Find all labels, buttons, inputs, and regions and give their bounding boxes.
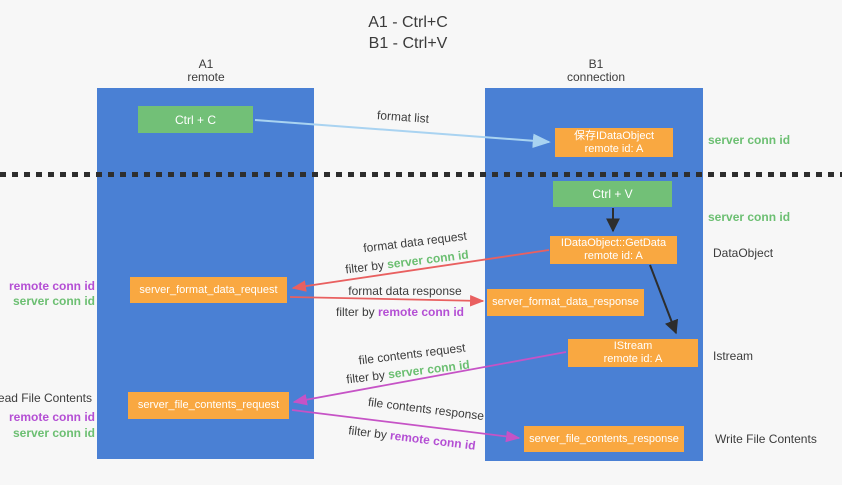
file-request-box: server_file_contents_request bbox=[128, 392, 289, 419]
format-request-label: server_format_data_request bbox=[139, 283, 278, 296]
filter-by-remote-label-2: filter by remote conn id bbox=[348, 423, 477, 452]
getdata-line1: IDataObject::GetData bbox=[560, 237, 667, 249]
save-dataobject-box: 保存IDataObject remote id: A bbox=[555, 128, 673, 157]
lane-header-b1: B1 connection bbox=[567, 58, 625, 84]
format-data-response-label: format data response bbox=[348, 284, 462, 298]
lane-b1-subtitle: connection bbox=[566, 70, 626, 84]
filter-prefix: filter by bbox=[335, 305, 378, 319]
title-line-2: B1 - Ctrl+V bbox=[368, 35, 448, 52]
server-conn-id-highlight: server conn id bbox=[386, 247, 470, 272]
lane-a1-name: A1 bbox=[198, 57, 214, 71]
remote-conn-id-label-left-1: remote conn id bbox=[8, 279, 95, 293]
ctrl-v-box: Ctrl + V bbox=[553, 181, 672, 207]
filter-prefix: filter by bbox=[344, 257, 388, 277]
server-conn-id-label-left-2: server conn id bbox=[12, 426, 95, 440]
lane-a1-subtitle: remote bbox=[187, 70, 225, 84]
istream-line2: remote id: A bbox=[603, 353, 663, 365]
write-file-contents-label: Write File Contents bbox=[715, 432, 817, 446]
file-contents-response-label: file contents response bbox=[367, 394, 485, 424]
ctrl-c-box: Ctrl + C bbox=[138, 106, 253, 133]
diagram-title: A1 - Ctrl+C B1 - Ctrl+V bbox=[368, 12, 448, 54]
save-dataobject-line1: 保存IDataObject bbox=[573, 129, 655, 142]
filter-by-remote-label-1: filter by remote conn id bbox=[336, 305, 464, 319]
dotted-separator bbox=[0, 172, 842, 177]
ctrl-v-label: Ctrl + V bbox=[592, 187, 633, 201]
save-dataobject-line2: remote id: A bbox=[584, 142, 644, 155]
filter-prefix: filter by bbox=[347, 423, 392, 443]
format-response-label: server_format_data_response bbox=[492, 296, 639, 308]
format-response-box: server_format_data_response bbox=[487, 289, 644, 316]
getdata-line2: remote id: A bbox=[584, 250, 643, 262]
istream-box: IStream remote id: A bbox=[568, 339, 698, 367]
dataobject-label: DataObject bbox=[713, 246, 774, 260]
server-conn-id-label-left-1: server conn id bbox=[12, 294, 95, 308]
lane-header-a1: A1 remote bbox=[187, 58, 224, 84]
file-response-label: server_file_contents_response bbox=[529, 432, 679, 445]
istream-line1: IStream bbox=[613, 340, 653, 352]
server-conn-id-label-mid: server conn id bbox=[708, 210, 791, 224]
server-conn-id-label-top: server conn id bbox=[708, 133, 791, 147]
remote-conn-id-highlight: remote conn id bbox=[389, 428, 477, 453]
file-response-box: server_file_contents_response bbox=[524, 426, 684, 452]
format-request-box: server_format_data_request bbox=[130, 277, 287, 303]
title-line-1: A1 - Ctrl+C bbox=[368, 14, 448, 31]
istream-side-label: Istream bbox=[713, 349, 754, 363]
lane-b1-name: B1 bbox=[588, 57, 604, 71]
remote-conn-id-highlight: remote conn id bbox=[378, 305, 465, 319]
ctrl-c-label: Ctrl + C bbox=[174, 112, 216, 127]
file-request-label: server_file_contents_request bbox=[137, 399, 280, 411]
getdata-box: IDataObject::GetData remote id: A bbox=[550, 236, 677, 264]
format-list-label: format list bbox=[376, 108, 430, 126]
read-file-contents-label: Read File Contents bbox=[0, 391, 92, 405]
remote-conn-id-label-left-2: remote conn id bbox=[8, 410, 95, 424]
filter-prefix: filter by bbox=[345, 367, 389, 387]
